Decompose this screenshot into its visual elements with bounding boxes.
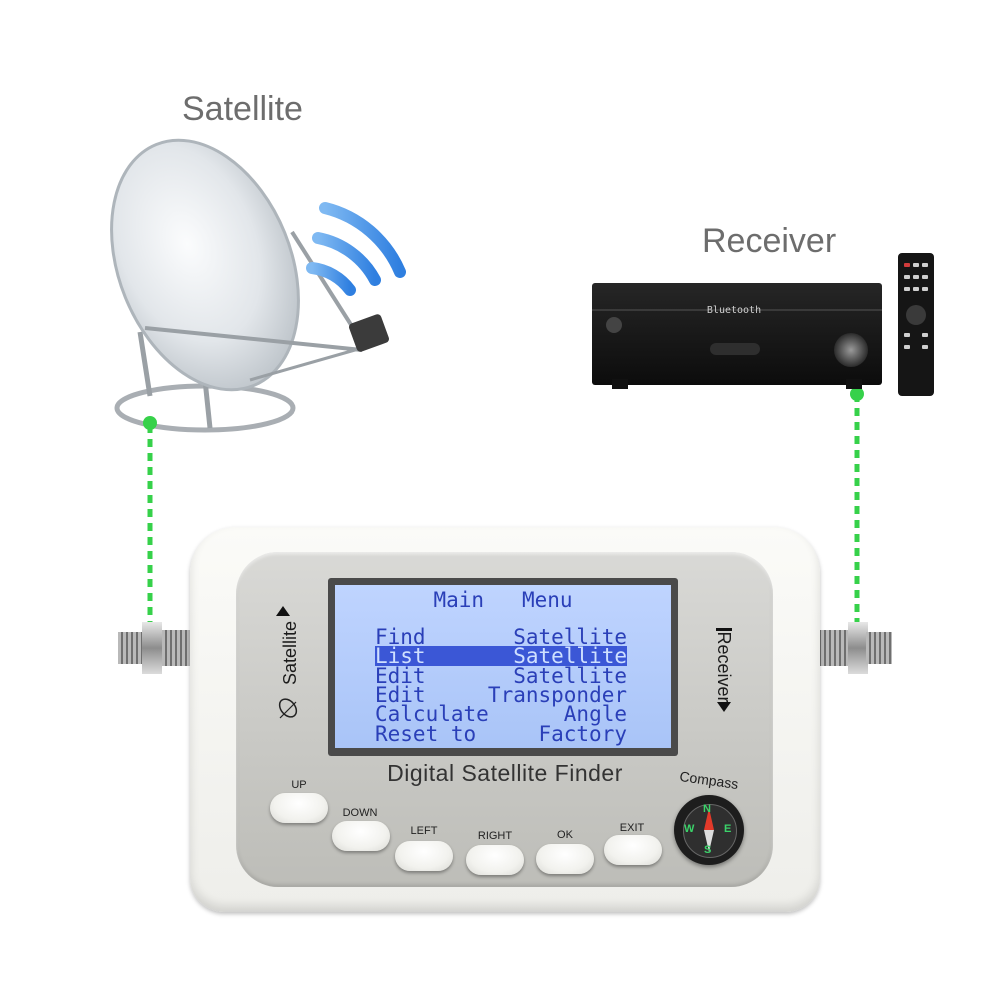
- lcd-item-left: Edit: [375, 663, 426, 688]
- receiver-bar-icon: [716, 628, 732, 631]
- remote-control: [898, 253, 934, 396]
- lcd-item-left: Edit: [375, 682, 426, 707]
- lcd-menu-item[interactable]: Reset to Factory: [375, 721, 627, 746]
- signal-wave-1: [306, 262, 356, 296]
- receiver-unit: Bluetooth: [592, 283, 882, 389]
- lcd-item-right: Transponder: [487, 682, 627, 707]
- signal-wave-2: [312, 232, 381, 286]
- down-button-label: DOWN: [342, 807, 378, 819]
- lcd-menu-item[interactable]: Calculate Angle: [375, 702, 627, 727]
- satellite-port-body: [162, 630, 194, 666]
- receiver-port-thread: [866, 632, 892, 664]
- up-button-label: UP: [291, 779, 307, 791]
- left-button[interactable]: [395, 841, 453, 871]
- lcd-menu-item[interactable]: Edit Transponder: [375, 682, 627, 707]
- lcd-item-left: Reset to: [375, 721, 477, 746]
- receiver-port-nut: [848, 622, 868, 674]
- compass-s: S: [704, 844, 712, 856]
- lcd-item-right: Satellite: [513, 625, 627, 649]
- compass-n: N: [703, 803, 711, 815]
- right-button[interactable]: [466, 845, 524, 875]
- left-button-label: LEFT: [410, 825, 438, 837]
- arrow-down-icon: [717, 702, 731, 712]
- right-button-label: RIGHT: [477, 830, 513, 842]
- receiver-display: Bluetooth: [706, 305, 762, 316]
- receiver-port-body: [816, 630, 848, 666]
- dish: [110, 138, 300, 392]
- satellite-port-nut: [142, 622, 162, 674]
- lcd-item-right: Angle: [563, 702, 627, 727]
- lcd-menu-item[interactable]: Find Satellite: [375, 625, 627, 649]
- arrow-up-icon: [276, 606, 290, 616]
- satellite-label: Satellite: [182, 90, 303, 128]
- lnb-icon: [349, 314, 389, 352]
- down-button[interactable]: [332, 821, 390, 851]
- up-button[interactable]: [270, 793, 328, 823]
- compass-icon: N E S W: [674, 795, 744, 865]
- volume-knob-icon: [834, 333, 868, 367]
- satellite-port-thread: [118, 632, 144, 664]
- lcd-item-left: Find: [375, 625, 426, 649]
- lcd-item-left: Calculate: [375, 702, 489, 727]
- lcd-item-right: Factory: [538, 721, 627, 746]
- lcd-menu-item[interactable]: Edit Satellite: [375, 663, 627, 688]
- ok-button-label: OK: [557, 829, 573, 841]
- lcd-item-left: List: [375, 644, 426, 669]
- exit-button-label: EXIT: [619, 822, 645, 834]
- device-title: Digital Satellite Finder: [387, 760, 623, 786]
- power-knob-icon: [606, 317, 622, 333]
- receiver-port-label: Receiver: [714, 631, 734, 703]
- satellite-dish-icon: [278, 698, 298, 719]
- lcd-title: Main Menu: [433, 588, 573, 612]
- compass-w: W: [684, 823, 695, 835]
- exit-button[interactable]: [604, 835, 662, 865]
- receiver-label: Receiver: [702, 222, 837, 260]
- lcd-item-right: Satellite: [513, 663, 627, 688]
- lcd-menu-item-selected[interactable]: List Satellite: [375, 644, 627, 669]
- satellite-port-label: Satellite: [280, 620, 300, 686]
- lcd-item-right: Satellite: [513, 644, 627, 669]
- ok-button[interactable]: [536, 844, 594, 874]
- compass-e: E: [724, 823, 732, 835]
- signal-wave-3: [319, 202, 406, 278]
